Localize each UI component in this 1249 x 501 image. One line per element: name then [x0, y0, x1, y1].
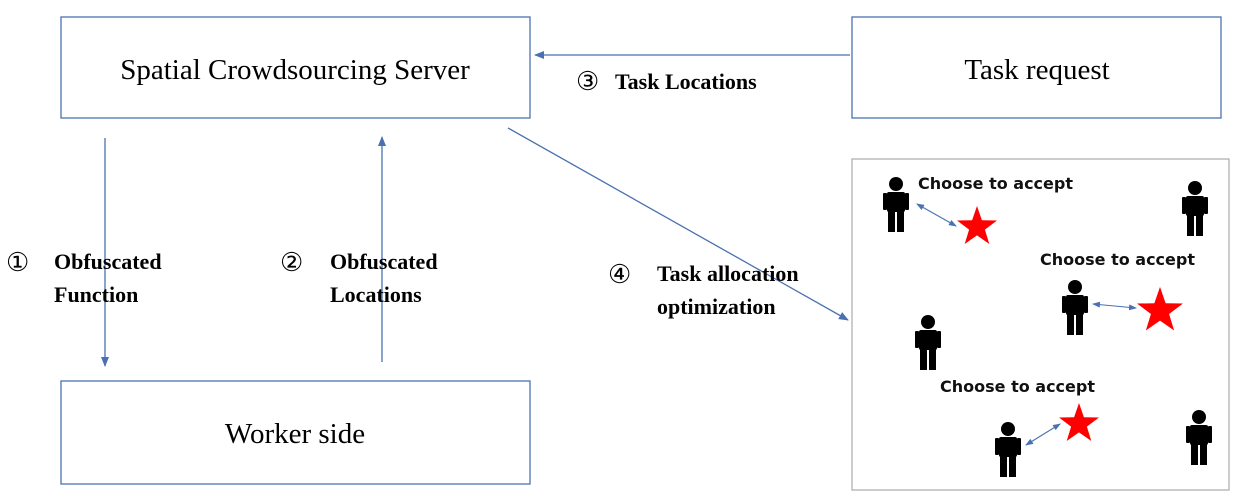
link-arrow: [916, 203, 957, 227]
step-1-number: ①: [6, 248, 29, 277]
link-arrow: [1092, 301, 1137, 311]
step-3-line1: Task Locations: [615, 69, 757, 94]
task-star-icon: [1137, 286, 1183, 331]
step-4-line1: Task allocation: [657, 261, 799, 286]
server-box: Spatial Crowdsourcing Server: [60, 16, 531, 119]
allocation-scene: Choose to accept Choose to accept Choose…: [851, 158, 1230, 491]
task-request-box: Task request: [851, 16, 1222, 119]
step-4-number: ④: [608, 260, 631, 289]
worker-box: Worker side: [60, 380, 531, 485]
step-1-line1: Obfuscated: [54, 249, 162, 274]
accept-label-2: Choose to accept: [1040, 250, 1195, 269]
step-2-number: ②: [280, 248, 303, 277]
arrow-task-allocation: [507, 127, 849, 321]
step-2-line1: Obfuscated: [330, 249, 438, 274]
step-3-number: ③: [576, 67, 599, 96]
step-4-line2: optimization: [657, 294, 776, 319]
step-3-label: ③ Task Locations: [576, 67, 757, 96]
step-1-line2: Function: [54, 282, 138, 307]
task-request-label: Task request: [964, 54, 1109, 86]
step-1-label: ① Obfuscated Function: [6, 248, 162, 307]
step-2-line2: Locations: [330, 282, 422, 307]
step-2-label: ② Obfuscated Locations: [280, 248, 438, 307]
task-star-icon: [957, 206, 997, 244]
server-box-label: Spatial Crowdsourcing Server: [120, 54, 470, 86]
accept-label-3: Choose to accept: [940, 377, 1095, 396]
worker-box-label: Worker side: [225, 418, 365, 450]
step-4-label: ④ Task allocation optimization: [608, 260, 799, 319]
link-arrow: [1025, 423, 1061, 446]
task-star-icon: [1059, 403, 1099, 441]
accept-label-1: Choose to accept: [918, 174, 1073, 193]
